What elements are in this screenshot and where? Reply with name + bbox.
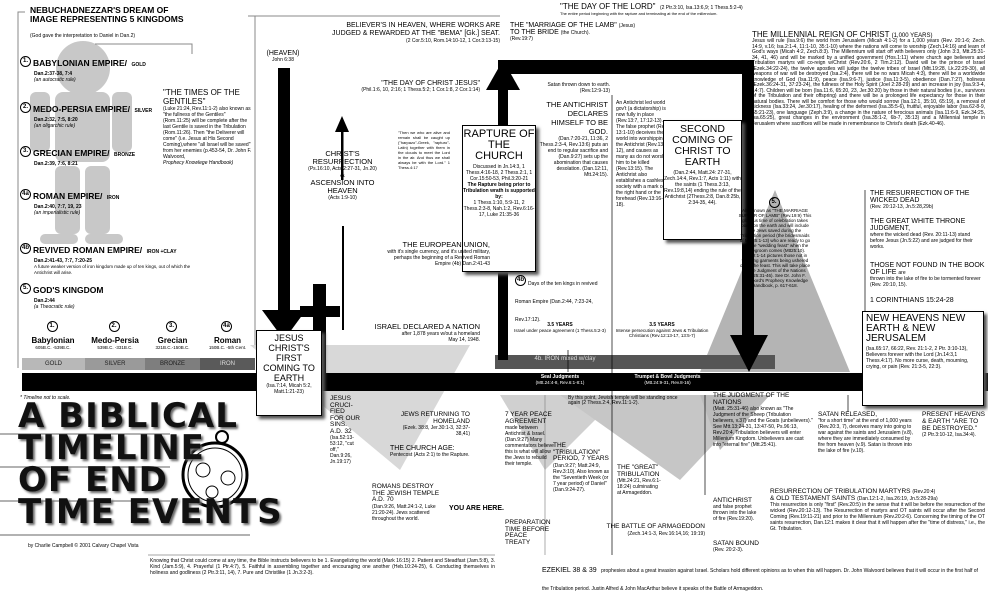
tribulation-period: THE "TRIBULATION" PERIOD, 7 YEARS(Dan.9:… <box>553 442 610 493</box>
church-age: THE CHURCH AGE:Pentecost (Acts 2:1) to t… <box>390 445 470 458</box>
second-coming-box: SECOND COMING OF CHRIST TO EARTH(Dan.2:4… <box>663 120 742 240</box>
statue-foot-right <box>85 234 123 244</box>
era-gold: GOLD <box>22 358 85 370</box>
marriage-supper: 5.Also known as "THE MARRIAGE SUPPER OF … <box>738 197 812 288</box>
world-government: An Antichrist led world gov't (a dictato… <box>616 100 669 208</box>
great-white-throne: THE GREAT WHITE THRONE JUDGMENT,where th… <box>870 218 973 250</box>
resurrection-wicked-dead: THE RESURRECTION OF THE WICKED DEAD(Rev.… <box>870 190 970 210</box>
timeline-bar <box>22 373 988 391</box>
present-heavens: PRESENT HEAVENS & EARTH "ARE TO BE DESTR… <box>922 411 985 438</box>
you-are-here: YOU ARE HERE. <box>449 505 504 512</box>
millennium-triangle <box>700 190 850 372</box>
statue-leg-right <box>85 166 110 234</box>
first-coming-arrow <box>262 310 306 340</box>
rapture-quote: "Then we who are alive and remain shall … <box>398 130 450 170</box>
day-of-the-lord: "THE DAY OF THE LORD" (2 Ptr.3:10, Isa.1… <box>560 2 743 16</box>
frame-line <box>248 15 256 345</box>
heaven-frame-top <box>498 60 753 74</box>
millennial-reign: THE MILLENNIAL REIGN OF CHRIST (1,000 YE… <box>752 30 985 127</box>
statue-torso <box>55 92 110 162</box>
day-of-christ-jesus: "THE DAY OF CHRIST JESUS"(Phil.1:6, 10, … <box>361 80 480 93</box>
statue-foot-left <box>40 234 78 244</box>
corinthians: 1 CORINTHIANS 15:24-28 <box>870 297 954 304</box>
credit: by Charlie Campbell © 2001 Calvary Chape… <box>28 543 139 549</box>
statue-leg-left <box>55 166 80 234</box>
rapture-arrow <box>486 60 520 90</box>
temple-note: By this point, Jewish temple will be sta… <box>568 395 678 406</box>
satan-released: SATAN RELEASED,"for a short time" at the… <box>818 411 913 454</box>
ezekiel-note: EZEKIEL 38 & 39 prophesies about a great… <box>542 567 978 592</box>
believers-instructions: Knowing that Christ could come at any ti… <box>150 558 495 576</box>
new-heavens-box: NEW HEAVENS NEW EARTH & NEW JERUSALEM(Is… <box>862 311 984 406</box>
statue-figure <box>30 41 132 244</box>
marriage-of-lamb: THE "MARRIAGE OF THE LAMB" (Jesus)TO THE… <box>510 22 636 42</box>
first-coming-shaft <box>278 68 290 328</box>
european-union: THE EUROPEAN UNION,with it's single curr… <box>387 240 490 267</box>
statue-arm-right <box>112 92 132 152</box>
dream-subtitle: (God gave the interpretation to Daniel i… <box>30 33 136 39</box>
second-coming-arrow <box>730 335 768 372</box>
frame-line <box>95 43 193 54</box>
vertical-note: Resurrection of church-age believers <box>492 292 496 358</box>
ascension-shaft <box>341 130 344 180</box>
times-of-gentiles: "THE TIMES OF THE GENTILES" (Luke 21:24,… <box>163 88 252 166</box>
judgment-of-nations: THE JUDGMENT OF THE NATIONS(Matt. 25:31-… <box>713 392 813 448</box>
heaven-label: (HEAVEN)John 6:38 <box>266 50 300 63</box>
great-tribulation: THE "GREAT" TRIBULATION(Mtt.24:21, Rev.6… <box>617 464 661 496</box>
era-silver: SILVER <box>85 358 145 370</box>
battle-of-armageddon: THE BATTLE OF ARMAGEDDON(Zech.14:1-3, Re… <box>606 523 705 537</box>
not-to-scale-note: * Timeline not to scale. <box>20 395 71 401</box>
rapture-box: RAPTURE OF THE CHURCH Discussed in Jn.14… <box>462 125 536 272</box>
first-coming-box: JESUS CHRIST'S FIRST COMING TO EARTH(Isa… <box>256 330 322 416</box>
jesus-crucified: JESUS CRUCI-FIED FOR OUR SINS. A.D. 32(I… <box>330 395 360 465</box>
cross-icon <box>300 306 340 317</box>
pocket-watch-icon <box>181 430 249 509</box>
ascension-arrow <box>335 116 349 132</box>
satan-bound: SATAN BOUND(Rev. 20:2-3). <box>713 540 759 553</box>
resurrection-martyrs: RESURRECTION OF TRIBULATION MARTYRS (Rev… <box>770 488 985 532</box>
frame-line <box>17 11 25 368</box>
statue-arm-left <box>30 92 50 152</box>
iron-clay-era: 4b. IRON mixed w/clay <box>534 356 596 362</box>
shade-shape <box>700 395 770 450</box>
preparation-time: PREPARATION TIME BEFORE PEACE TREATY <box>505 519 551 546</box>
satan-thrown-down: Satan thrown down to earth.(Rev.12:9-13) <box>547 82 610 94</box>
second-coming-shaft <box>742 60 754 350</box>
trumpet-bowl-judgments: Trumpet & Bowl Judgments(Mtt.24:9-31, Re… <box>634 374 701 386</box>
ten-kings: 4bDays of the ten kings in revived Roman… <box>515 275 598 323</box>
seal-judgments: Seal Judgments(Mtt.24:4-8, Rev.6:1-8:1) <box>535 374 585 386</box>
statue-head <box>56 41 110 95</box>
jews-returning: JEWS RETURNING TO HOMELAND(Ezek. 38:8, J… <box>400 411 470 437</box>
resurrection-ascension: CHRIST'S RESURRECTION(Ps.16:10, Acts 2:2… <box>308 149 377 202</box>
era-bronze: BRONZE <box>145 358 200 370</box>
antichrist-declares: THE ANTICHRIST DECLARES HIMSELF TO BE GO… <box>539 100 608 178</box>
title-lines <box>0 433 250 536</box>
era-iron: IRON <box>200 358 255 370</box>
romans-destroy-temple: ROMANS DESTROY THE JEWISH TEMPLE A.D. 70… <box>372 483 440 522</box>
iron-clay-band <box>495 355 775 369</box>
